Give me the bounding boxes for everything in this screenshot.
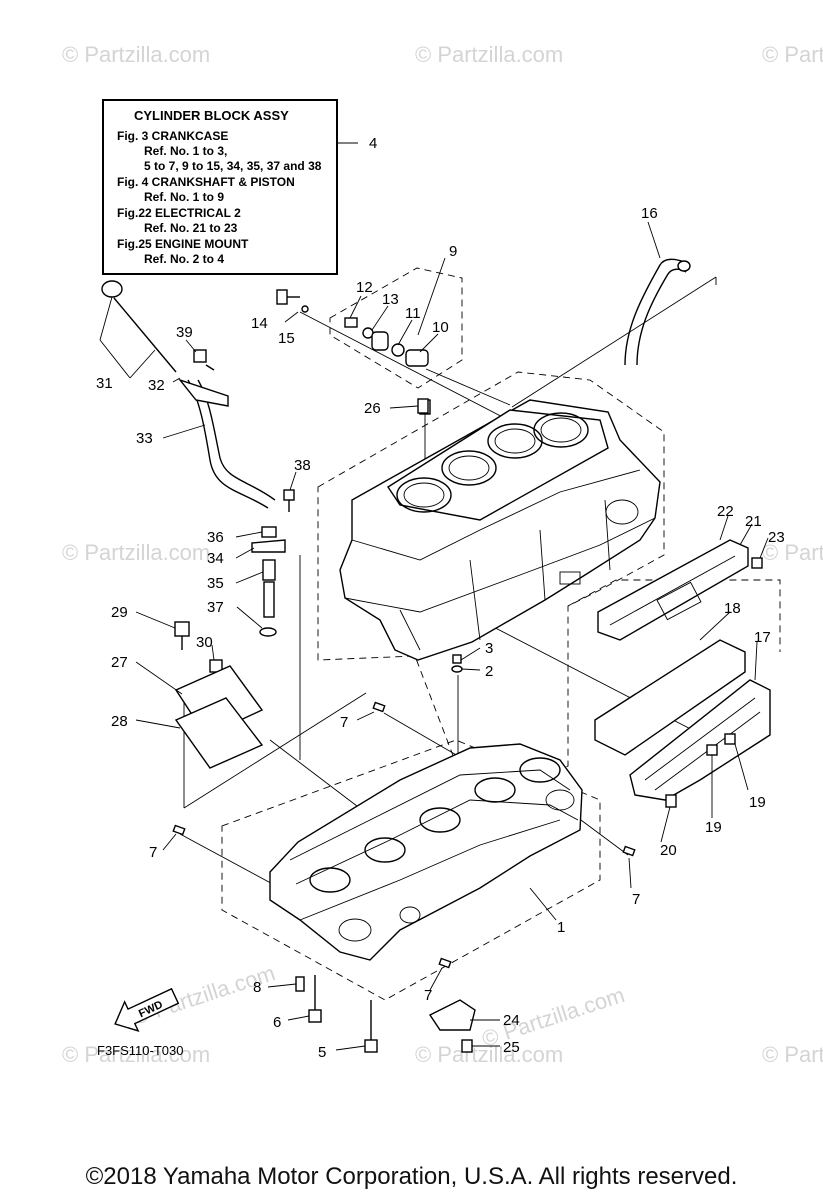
callout-7: 7	[340, 714, 348, 731]
callout-38: 38	[294, 457, 311, 474]
callout-2: 2	[485, 663, 493, 680]
callout-35: 35	[207, 575, 224, 592]
callout-39: 39	[176, 324, 193, 341]
callout-13: 13	[382, 291, 399, 308]
copyright-notice: ©2018 Yamaha Motor Corporation, U.S.A. A…	[85, 1163, 738, 1190]
callout-16: 16	[641, 205, 658, 222]
callout-20: 20	[660, 842, 677, 859]
callout-36: 36	[207, 529, 224, 546]
callout-numbers: 4 9 16 12 13 11 10 14 15 39 31 32 33 26 …	[96, 135, 785, 1061]
callout-30: 30	[196, 634, 213, 651]
callout-11: 11	[405, 305, 421, 322]
legend-line: 5 to 7, 9 to 15, 34, 35, 37 and 38	[144, 159, 322, 173]
legend-line: Ref. No. 1 to 9	[144, 190, 224, 204]
callout-28: 28	[111, 713, 128, 730]
legend-line: Ref. No. 2 to 4	[144, 252, 224, 266]
callout-26: 26	[364, 400, 381, 417]
callout-3: 3	[485, 640, 493, 657]
callout-12: 12	[356, 279, 373, 296]
callout-37: 37	[207, 599, 224, 616]
cylinder-block	[339, 399, 661, 661]
callout-29: 29	[111, 604, 128, 621]
watermark: © Partzilla.com	[62, 1042, 210, 1067]
callout-19: 19	[749, 794, 766, 811]
callout-7: 7	[632, 891, 640, 908]
legend-title: CYLINDER BLOCK ASSY	[134, 108, 289, 123]
callout-9: 9	[449, 243, 457, 260]
legend-line: Fig.22 ELECTRICAL 2	[117, 206, 241, 220]
legend-line: Ref. No. 21 to 23	[144, 221, 238, 235]
legend-line: Ref. No. 1 to 3,	[144, 144, 227, 158]
callout-6: 6	[273, 1014, 281, 1031]
callout-8: 8	[253, 979, 261, 996]
callout-5: 5	[318, 1044, 326, 1061]
callout-leaders	[99, 221, 769, 1051]
callout-34: 34	[207, 550, 224, 567]
legend-line: Fig. 3 CRANKCASE	[117, 129, 228, 143]
hose	[624, 258, 691, 366]
lower-crankcase	[269, 743, 583, 961]
watermark: © Partzilla.com	[62, 42, 210, 67]
callout-19: 19	[705, 819, 722, 836]
callout-27: 27	[111, 654, 128, 671]
watermark: © Partzilla.com	[762, 1042, 823, 1067]
drawing-code: F3FS110-T030	[97, 1043, 183, 1058]
small-parts	[172, 289, 763, 1053]
callout-25: 25	[503, 1039, 520, 1056]
callout-31: 31	[96, 375, 113, 392]
callout-7: 7	[424, 987, 432, 1004]
callout-22: 22	[717, 503, 734, 520]
callout-18: 18	[724, 600, 741, 617]
side-cover-parts	[594, 539, 771, 801]
legend-line: Fig.25 ENGINE MOUNT	[117, 237, 249, 251]
legend-box: CYLINDER BLOCK ASSY Fig. 3 CRANKCASE Ref…	[102, 99, 358, 275]
oil-dipstick	[101, 280, 276, 509]
callout-33: 33	[136, 430, 153, 447]
callout-17: 17	[754, 629, 771, 646]
callout-15: 15	[278, 330, 295, 347]
watermark: © Partzilla.com	[415, 42, 563, 67]
watermark: © Partzilla.com	[762, 42, 823, 67]
callout-21: 21	[745, 513, 762, 530]
legend-line: Fig. 4 CRANKSHAFT & PISTON	[117, 175, 295, 189]
watermark: © Partzilla.com	[62, 540, 210, 565]
callout-14: 14	[251, 315, 268, 332]
callout-24: 24	[503, 1012, 520, 1029]
callout-4: 4	[369, 135, 377, 152]
callout-7: 7	[149, 844, 157, 861]
callout-1: 1	[557, 919, 565, 936]
watermark: © Partzilla.com	[762, 540, 823, 565]
callout-23: 23	[768, 529, 785, 546]
callout-32: 32	[148, 377, 165, 394]
callout-10: 10	[432, 319, 449, 336]
